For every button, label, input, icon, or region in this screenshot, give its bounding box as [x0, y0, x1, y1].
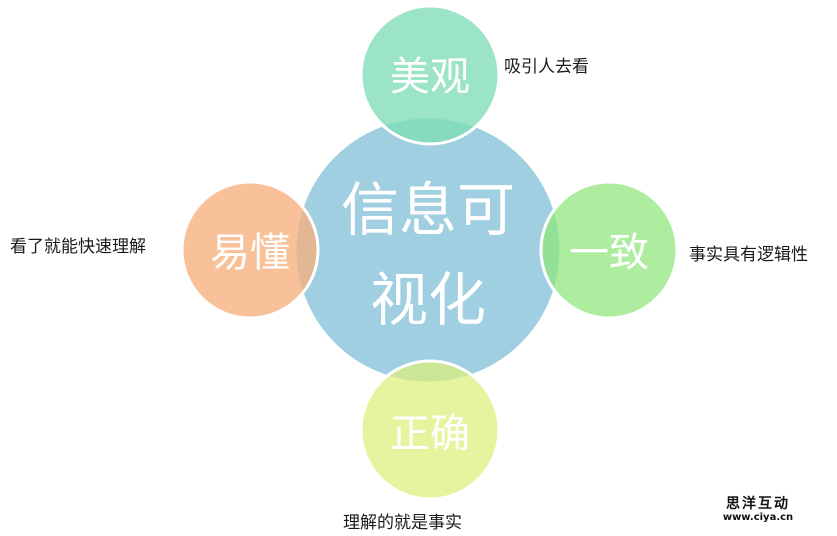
top-note: 吸引人去看 [504, 57, 589, 77]
brand-url: www.ciya.cn [722, 512, 794, 523]
center-label-line2: 视化 [370, 266, 486, 334]
brand-name: 思洋互动 [726, 496, 790, 512]
bottom-label: 正确 [390, 411, 470, 457]
right-label: 一致 [569, 230, 649, 276]
center-label-line1: 信息可 [341, 176, 515, 244]
bottom-circle [359, 359, 501, 501]
brand-watermark: 思洋互动 www.ciya.cn [713, 496, 803, 524]
left-note: 看了就能快速理解 [10, 237, 146, 257]
center-circle [293, 115, 563, 385]
left-label: 易懂 [210, 230, 290, 276]
bottom-note: 理解的就是事实 [343, 513, 462, 533]
right-circle [539, 180, 679, 320]
top-circle [359, 4, 501, 146]
top-label: 美观 [390, 54, 470, 100]
right-note: 事实具有逻辑性 [689, 245, 808, 265]
left-circle [180, 180, 320, 320]
